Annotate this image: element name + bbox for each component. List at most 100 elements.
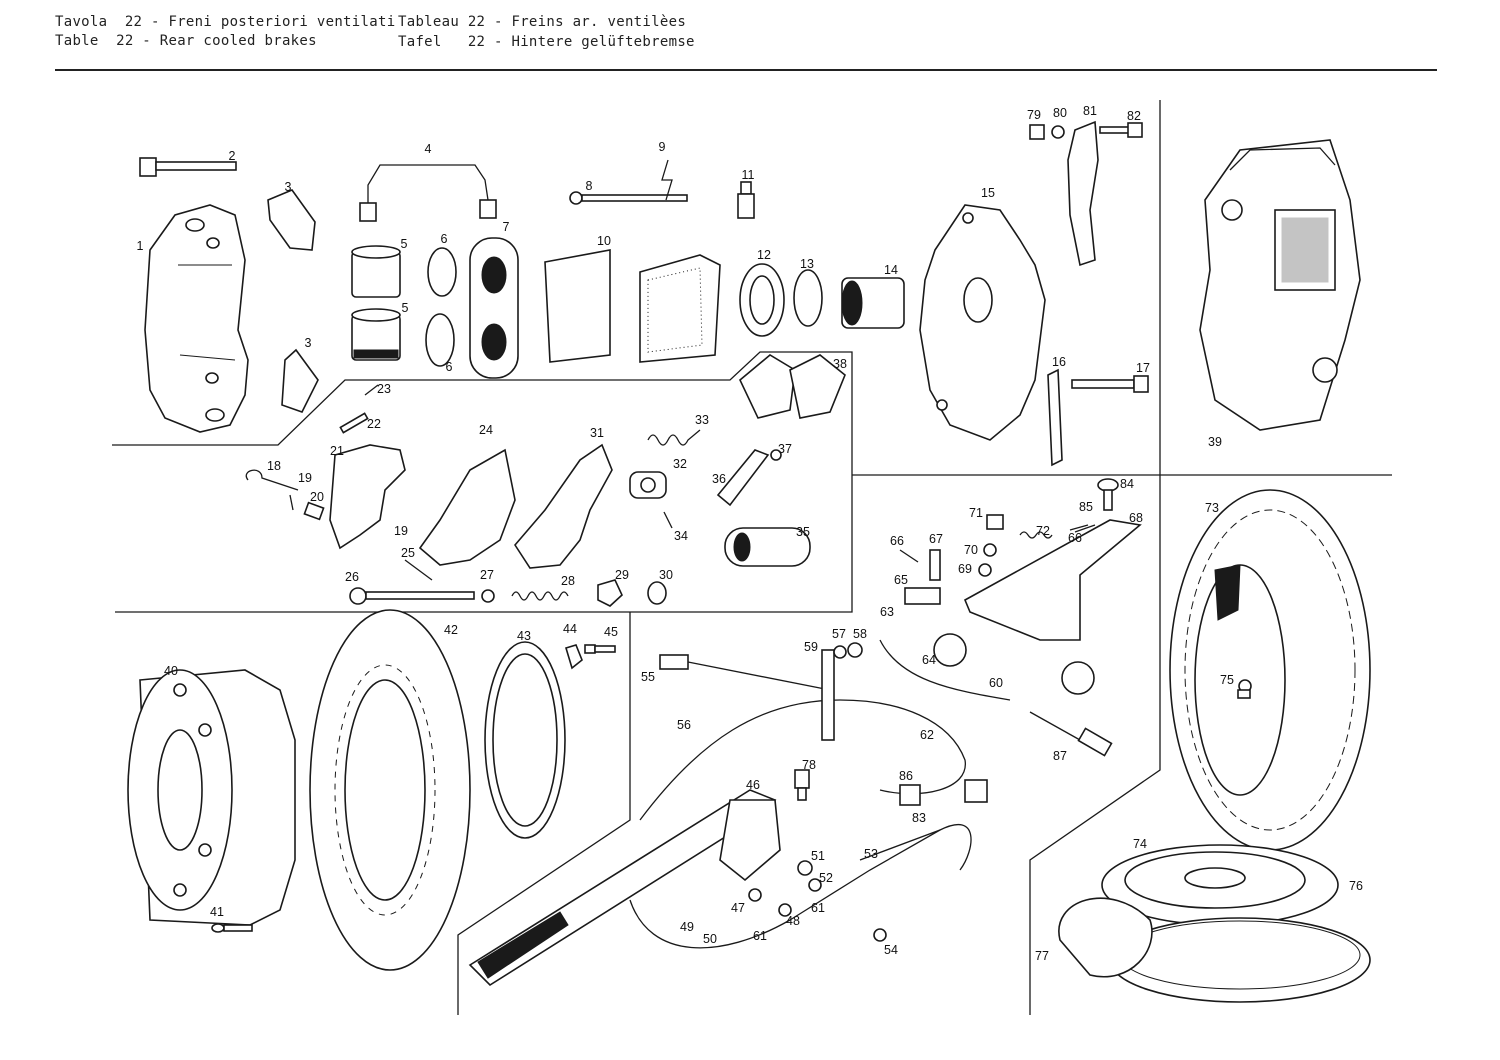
pin-85 [1074, 524, 1096, 533]
shim-upper [267, 189, 316, 251]
cable-53 [629, 823, 972, 949]
header-left-line1: Tavola 22 - Freni posteriori ventilati [55, 14, 396, 30]
caliper-half-inner [919, 204, 1046, 441]
part-number-label: 55 [641, 670, 655, 684]
part-number-label: 10 [597, 234, 611, 248]
long-bolt [1071, 375, 1149, 393]
brake-pad [639, 254, 721, 363]
part-number-label: 34 [674, 529, 688, 543]
part-number-label: 8 [586, 179, 593, 193]
adjuster-spring-28 [511, 591, 569, 601]
washer-57 [833, 645, 847, 659]
part-number-label: 6 [446, 360, 453, 374]
part-number-label: 1 [137, 239, 144, 253]
part-number-label: 28 [561, 574, 575, 588]
caliper-half-outer [144, 204, 249, 433]
washer-70 [983, 543, 997, 557]
adjuster-nut-29 [597, 579, 623, 607]
part-number-label: 5 [402, 301, 409, 315]
pin-25 [404, 559, 433, 581]
nut-52 [808, 878, 822, 892]
part-number-label: 24 [479, 423, 493, 437]
o-ring [793, 269, 823, 327]
header-right-line1: Tableau 22 - Freins ar. ventilèes [398, 14, 687, 30]
part-number-label: 63 [880, 605, 894, 619]
lever-68 [963, 519, 1142, 641]
part-number-label: 4 [425, 142, 432, 156]
part-number-label: 32 [673, 457, 687, 471]
part-number-label: 19 [394, 524, 408, 538]
part-number-label: 12 [757, 248, 771, 262]
cotter-66b [1069, 524, 1089, 531]
handbrake-lever-46 [468, 789, 781, 987]
piston-seal-ring [739, 263, 785, 337]
caliper-bolt [139, 157, 237, 177]
pulley-64b [1061, 661, 1095, 695]
seal-lower [425, 313, 455, 367]
spring-72 [1019, 531, 1053, 539]
part-number-label: 71 [969, 506, 983, 520]
part-number-label: 31 [590, 426, 604, 440]
washer-69 [978, 563, 992, 577]
part-number-label: 52 [819, 871, 833, 885]
part-number-label: 87 [1053, 749, 1067, 763]
part-number-label: 64 [922, 653, 936, 667]
part-number-label: 68 [1129, 511, 1143, 525]
part-number-label: 5 [401, 237, 408, 251]
part-number-label: 3 [305, 336, 312, 350]
part-number-label: 7 [503, 220, 510, 234]
cap-84 [1097, 478, 1119, 511]
fitting-54 [873, 928, 887, 942]
part-number-label: 43 [517, 629, 531, 643]
outer-piston [841, 277, 905, 329]
part-number-label: 30 [659, 568, 673, 582]
part-number-label: 76 [1349, 879, 1363, 893]
backing-shield-24 [418, 448, 516, 566]
part-number-label: 25 [401, 546, 415, 560]
ventilated-disc-42 [309, 609, 471, 971]
fitting-47 [748, 888, 762, 902]
section-dividers [112, 100, 1392, 1015]
dust-boot [469, 237, 519, 379]
pin-34 [663, 511, 673, 529]
part-number-label: 44 [563, 622, 577, 636]
pin-23 [364, 384, 379, 396]
part-number-label: 9 [659, 140, 666, 154]
washer-80 [1051, 125, 1065, 139]
part-number-label: 56 [677, 718, 691, 732]
piston-upper [351, 245, 401, 298]
part-number-label: 41 [210, 905, 224, 919]
part-number-label: 27 [480, 568, 494, 582]
return-spring-18 [245, 469, 299, 491]
part-number-label: 70 [964, 543, 978, 557]
piston-lower [351, 308, 401, 361]
bolt-75 [1237, 679, 1252, 699]
spring-33 [647, 429, 701, 446]
part-number-label: 14 [884, 263, 898, 277]
part-number-label: 3 [285, 180, 292, 194]
part-number-label: 13 [800, 257, 814, 271]
shim-lower [281, 348, 319, 413]
pulley-64 [933, 633, 967, 667]
part-number-label: 35 [796, 525, 810, 539]
pin-22 [339, 412, 369, 434]
part-number-label: 49 [680, 920, 694, 934]
cotter-66 [899, 549, 919, 563]
part-number-label: 81 [1083, 104, 1097, 118]
part-number-label: 46 [746, 778, 760, 792]
part-number-label: 37 [778, 442, 792, 456]
yoke-55 [659, 654, 831, 691]
part-number-label: 67 [929, 532, 943, 546]
part-number-label: 69 [958, 562, 972, 576]
part-number-label: 42 [444, 623, 458, 637]
part-number-label: 48 [786, 914, 800, 928]
part-number-label: 54 [884, 943, 898, 957]
part-number-label: 79 [1027, 108, 1041, 122]
circlip-30 [647, 581, 667, 605]
brake-shoe-21 [329, 444, 406, 550]
part-number-label: 26 [345, 570, 359, 584]
part-number-label: 53 [864, 847, 878, 861]
part-number-label: 40 [164, 664, 178, 678]
part-number-label: 61 [753, 929, 767, 943]
part-number-label: 51 [811, 849, 825, 863]
